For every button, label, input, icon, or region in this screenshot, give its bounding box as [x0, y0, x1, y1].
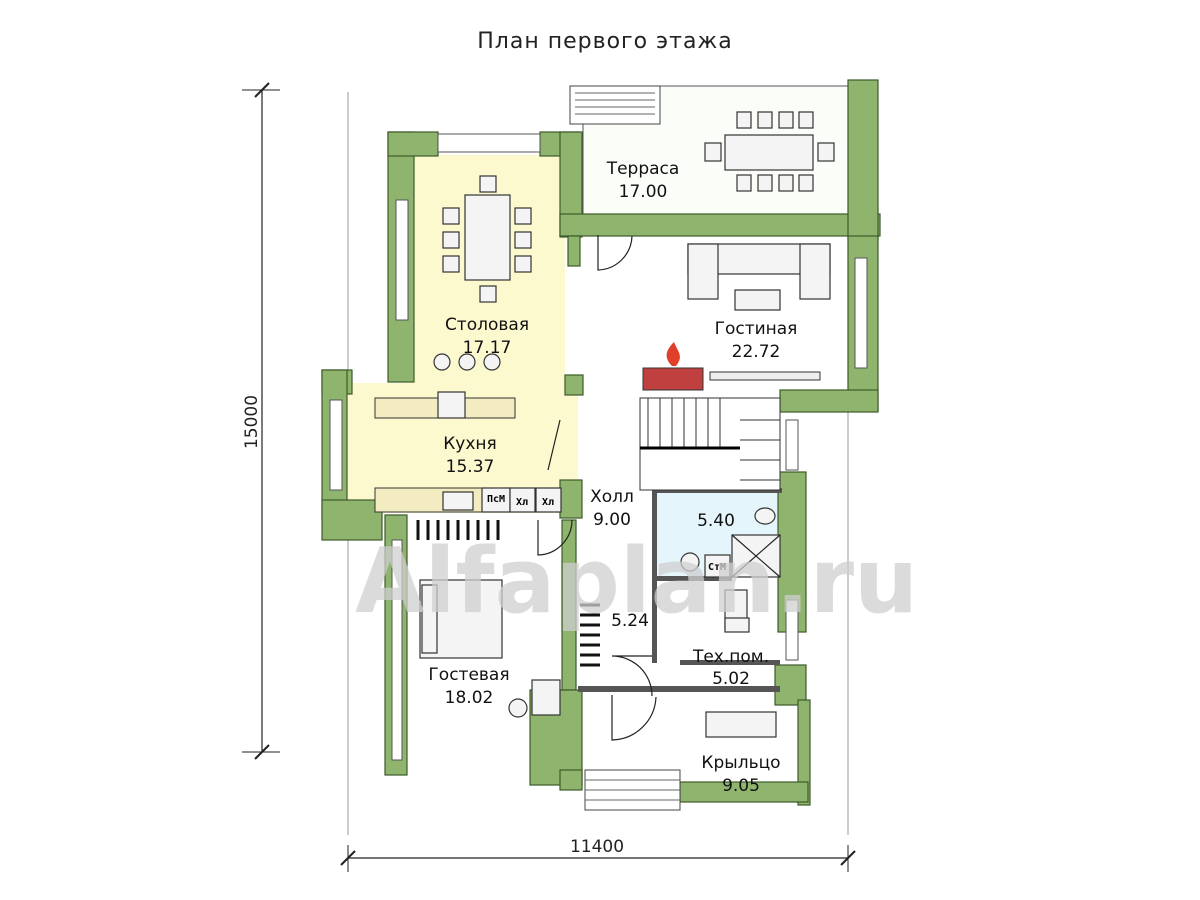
- room-area-storage: 5.24: [611, 611, 649, 631]
- room-labels: Терраса 17.00 Столовая 17.17 Гостиная 22…: [428, 159, 797, 796]
- plan-title: План первого этажа: [477, 29, 732, 54]
- watermark: Alfaplan.ru: [355, 529, 918, 634]
- room-area-kitchen: 15.37: [446, 457, 495, 477]
- window: [854, 257, 868, 369]
- room-name-porch: Крыльцо: [701, 753, 780, 773]
- room-area-dining: 17.17: [463, 338, 512, 358]
- guest-furniture: [416, 520, 600, 718]
- room-name-hall: Холл: [590, 487, 634, 507]
- windows: [329, 133, 868, 761]
- window: [391, 539, 403, 761]
- room-name-dining: Столовая: [445, 315, 529, 335]
- room-area-guest: 18.02: [445, 688, 494, 708]
- window: [437, 133, 541, 153]
- terrace-table: [724, 134, 814, 171]
- room-name-terrace: Терраса: [606, 159, 680, 179]
- room-area-tech: 5.02: [712, 669, 750, 689]
- window: [395, 199, 409, 321]
- room-name-guest: Гостевая: [428, 665, 509, 685]
- doors: [537, 235, 657, 741]
- fridge-label: Хл: [542, 497, 554, 508]
- dishwasher-label: ПсМ: [487, 494, 505, 505]
- bathroom-furniture: СтМ: [680, 507, 781, 578]
- dimension-height: 15000: [242, 82, 280, 760]
- room-name-kitchen: Кухня: [443, 434, 497, 454]
- room-area-hall: 9.00: [593, 510, 631, 530]
- tech-furniture: [724, 589, 750, 633]
- room-area-porch: 9.05: [722, 776, 760, 796]
- porch-bench: [705, 711, 777, 738]
- window: [785, 419, 799, 471]
- room-area-terrace: 17.00: [619, 182, 668, 202]
- room-area-living: 22.72: [732, 342, 781, 362]
- porch-furniture: [584, 711, 777, 811]
- dining-furniture: [433, 175, 532, 371]
- window: [785, 599, 799, 661]
- room-name-living: Гостиная: [715, 319, 798, 339]
- room-area-bathroom: 5.40: [697, 511, 735, 531]
- dining-table: [464, 194, 511, 281]
- dimension-width: 11400: [340, 837, 856, 872]
- washer-label: СтМ: [708, 562, 726, 573]
- height-dimension-label: 15000: [242, 395, 262, 449]
- room-name-tech: Тех.пом.: [692, 647, 769, 667]
- living-furniture: [642, 243, 831, 391]
- window: [329, 399, 343, 491]
- width-dimension-label: 11400: [570, 837, 624, 857]
- staircase: [639, 397, 781, 491]
- kitchen-furniture: ПсМ Хл Хл: [374, 391, 562, 513]
- terrace-furniture: [569, 85, 835, 192]
- fridge-label: Хл: [516, 497, 528, 508]
